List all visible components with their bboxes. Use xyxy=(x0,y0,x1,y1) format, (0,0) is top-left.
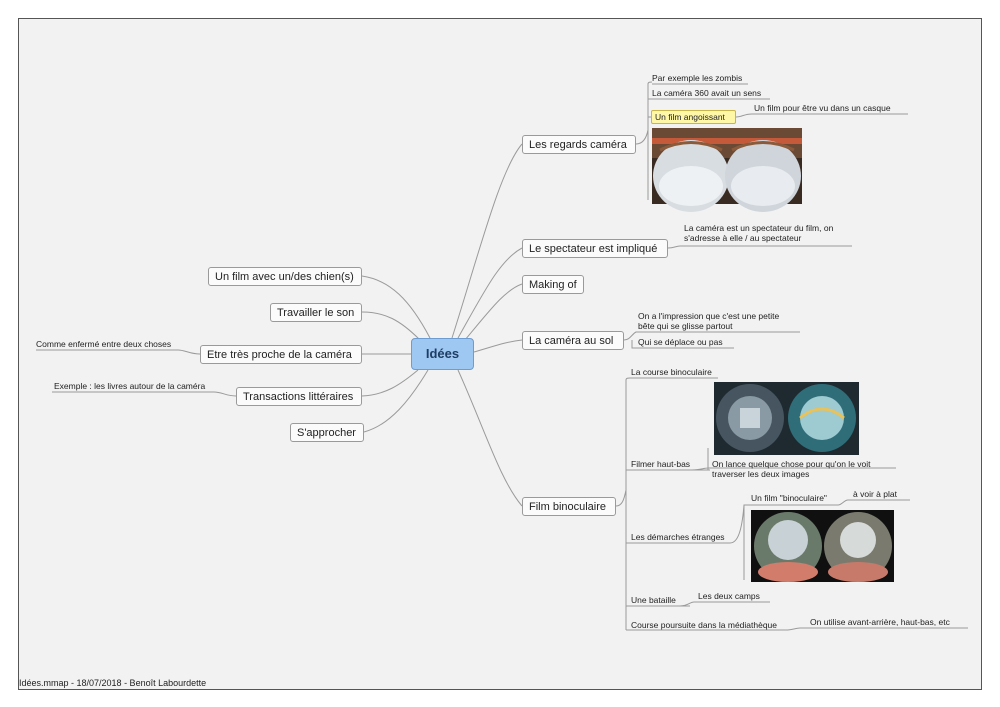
subtopic-deux-camps[interactable]: Les deux camps xyxy=(698,591,760,601)
topic-camera-au-sol[interactable]: La caméra au sol xyxy=(522,331,624,350)
link-camera-sol xyxy=(473,339,523,353)
subtopic-se-deplace[interactable]: Qui se déplace ou pas xyxy=(638,337,723,347)
topic-travailler-son[interactable]: Travailler le son xyxy=(270,303,362,322)
link-spectateur-note xyxy=(667,245,852,249)
central-topic[interactable]: Idées xyxy=(411,338,474,370)
subtopic-course-binoculaire[interactable]: La course binoculaire xyxy=(631,367,712,377)
subtopic-film-binoculaire-quote[interactable]: Un film "binoculaire" xyxy=(751,493,827,503)
subtopic-course-poursuite[interactable]: Course poursuite dans la médiathèque xyxy=(631,620,778,630)
link-approcher xyxy=(363,369,429,433)
link-spectateur xyxy=(457,247,523,339)
topic-s-approcher[interactable]: S'approcher xyxy=(290,423,364,442)
subtopic-casque[interactable]: Un film pour être vu dans un casque xyxy=(754,103,891,113)
link-regards xyxy=(451,143,523,339)
note-exemple-livres[interactable]: Exemple : les livres autour de la caméra xyxy=(54,381,206,391)
subtopic-filmer-haut-bas[interactable]: Filmer haut-bas xyxy=(631,459,691,469)
topic-tres-proche-camera[interactable]: Etre très proche de la caméra xyxy=(200,345,362,364)
subtopic-camera-360[interactable]: La caméra 360 avait un sens xyxy=(652,88,762,98)
subtopic-une-bataille[interactable]: Une bataille xyxy=(631,595,676,605)
topic-film-chiens[interactable]: Un film avec un/des chien(s) xyxy=(208,267,362,286)
topic-spectateur-implique[interactable]: Le spectateur est impliqué xyxy=(522,239,668,258)
photo-demarches-etranges xyxy=(751,510,894,582)
topic-making-of[interactable]: Making of xyxy=(522,275,584,294)
photo-course-binoculaire xyxy=(714,382,859,455)
link-making-of xyxy=(464,283,523,341)
link-chiens xyxy=(361,275,431,339)
note-spectateur[interactable]: La caméra est un spectateur du film, on … xyxy=(684,223,834,243)
link-binoculaire xyxy=(457,369,523,507)
subtopic-film-angoissant[interactable]: Un film angoissant xyxy=(651,110,736,124)
subtopic-a-voir-a-plat[interactable]: à voir à plat xyxy=(853,489,897,499)
topic-film-binoculaire[interactable]: Film binoculaire xyxy=(522,497,616,516)
footer-file-info: Idées.mmap - 18/07/2018 - Benoît Labourd… xyxy=(19,678,207,688)
subtopic-avant-arriere[interactable]: On utilise avant-arrière, haut-bas, etc xyxy=(810,617,950,627)
link-transactions xyxy=(361,369,419,397)
subtopic-zombis[interactable]: Par exemple les zombis xyxy=(652,73,743,83)
topic-regards-camera[interactable]: Les regards caméra xyxy=(522,135,636,154)
link-son xyxy=(361,311,421,341)
topic-transactions-litteraires[interactable]: Transactions littéraires xyxy=(236,387,362,406)
note-enferme[interactable]: Comme enfermé entre deux choses xyxy=(36,339,172,349)
subtopic-demarches-etranges[interactable]: Les démarches étranges xyxy=(631,532,725,542)
link-binoculaire-trunk xyxy=(615,377,718,507)
link-regards-children xyxy=(635,81,653,200)
note-on-lance[interactable]: On lance quelque chose pour qu'on le voi… xyxy=(712,459,871,479)
subtopic-petite-bete[interactable]: On a l'impression que c'est une petite b… xyxy=(638,311,780,331)
photo-360-regards xyxy=(652,128,802,212)
link-sol-children xyxy=(623,331,800,349)
